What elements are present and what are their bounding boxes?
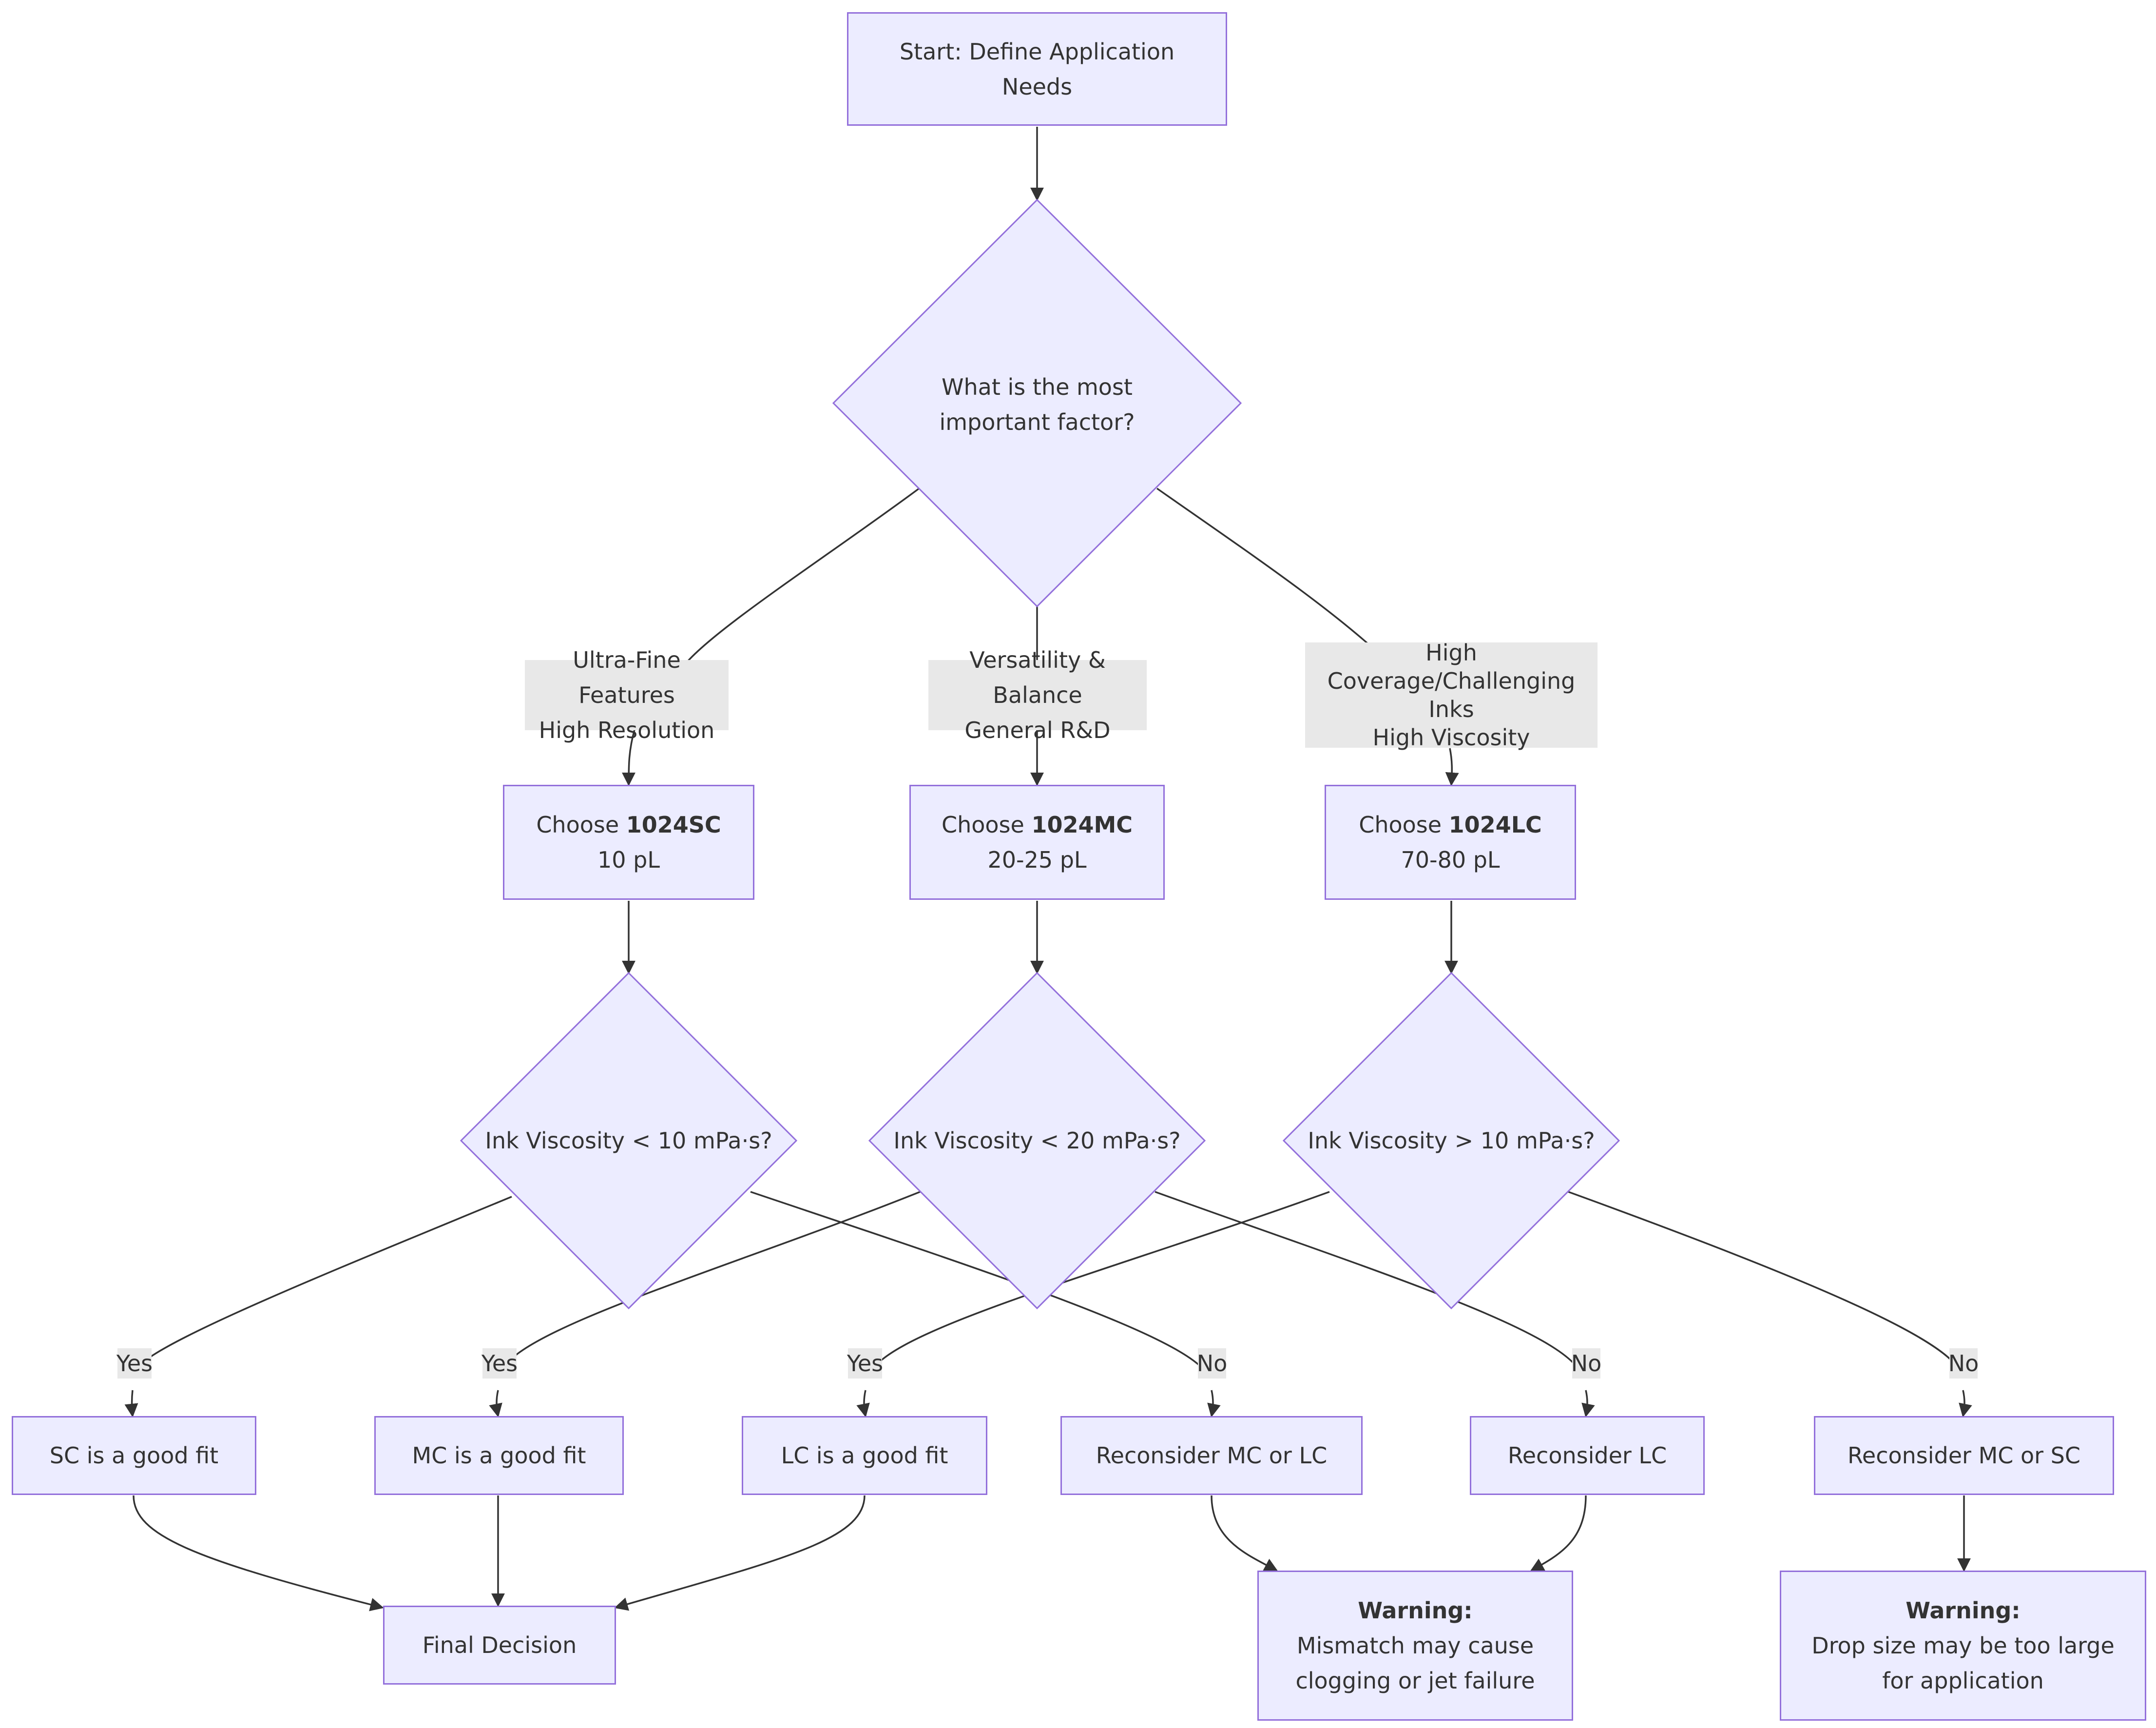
edge-label-yes-sc: Yes [116, 1348, 153, 1379]
final-decision-text: Final Decision [422, 1632, 577, 1658]
reconsider-mc-sc-text: Reconsider MC or SC [1848, 1442, 2080, 1469]
sc-good-fit-node: SC is a good fit [12, 1416, 256, 1495]
lc-good-fit-node: LC is a good fit [742, 1416, 987, 1495]
edge-factor-sc [681, 487, 920, 669]
choose-1024mc-title: Choose 1024MC [942, 807, 1133, 842]
choose-prefix: Choose [1359, 812, 1449, 838]
edge-label-no-lc: No [1948, 1348, 1979, 1379]
decision-diamond-visc-sc [460, 971, 798, 1310]
edge-visc-sc-yes [135, 1196, 512, 1370]
warning-clogging-node: Warning: Mismatch may cause clogging or … [1257, 1571, 1573, 1721]
edge-yes-mc-fit [489, 1390, 502, 1417]
factor-line2: important factor? [939, 409, 1135, 435]
choose-1024sc-node: Choose 1024SC 10 pL [503, 785, 754, 900]
reconsider-mc-lc-node: Reconsider MC or LC [1060, 1416, 1363, 1495]
reconsider-lc-text: Reconsider LC [1507, 1442, 1667, 1469]
visc-mc-question: Ink Viscosity < 20 mPa·s? [891, 1121, 1183, 1160]
model-1024sc: 1024SC [626, 812, 721, 838]
start-line1: Start: Define Application [899, 38, 1175, 65]
versatility-line2: General R&D [964, 717, 1111, 743]
choose-1024mc-node: Choose 1024MC 20-25 pL [909, 785, 1165, 900]
edge-no-reconsider-lc [1581, 1390, 1595, 1417]
edge-label-no-sc: No [1196, 1348, 1228, 1379]
warning-drop-title: Warning: [1906, 1597, 2021, 1624]
model-1024mc: 1024MC [1031, 812, 1133, 838]
start-line2: Needs [1001, 73, 1073, 100]
no-label: No [1571, 1350, 1602, 1377]
warning-drop-line2: for application [1882, 1668, 2044, 1694]
ultra-line2: High Resolution [539, 717, 715, 743]
warning-drop-line1: Drop size may be too large [1811, 1632, 2115, 1659]
edge-no-reconsider-mc-sc [1959, 1390, 1972, 1417]
edge-label-yes-lc: Yes [847, 1348, 884, 1379]
coverage-line1: High Coverage/Challenging [1327, 640, 1576, 694]
edge-coverage-lc [1445, 748, 1459, 786]
edge-yes-lc-fit [856, 1390, 870, 1417]
edge-label-versatility: Versatility & Balance General R&D [928, 647, 1147, 743]
edge-visc-lc-no [1568, 1191, 1960, 1370]
choose-prefix: Choose [536, 812, 626, 838]
visc-lc-text: Ink Viscosity > 10 mPa·s? [1308, 1127, 1595, 1154]
edge-no-reconsider-mc-lc [1207, 1390, 1221, 1417]
ultra-line1: Ultra-Fine Features [573, 647, 681, 708]
visc-sc-question: Ink Viscosity < 10 mPa·s? [482, 1121, 775, 1160]
warning-clog-line1: Mismatch may cause [1296, 1632, 1534, 1659]
drop-size-sc: 10 pL [597, 847, 660, 873]
visc-mc-text: Ink Viscosity < 20 mPa·s? [893, 1127, 1181, 1154]
model-1024lc: 1024LC [1448, 812, 1542, 838]
choose-prefix: Choose [941, 812, 1032, 838]
edge-ultra-sc [622, 729, 636, 786]
yes-label: Yes [481, 1350, 518, 1377]
edge-visc-mc-no [1155, 1191, 1580, 1370]
reconsider-lc-node: Reconsider LC [1470, 1416, 1705, 1495]
edge-visc-mc-yes [501, 1191, 921, 1370]
edge-label-yes-mc: Yes [481, 1348, 518, 1379]
warning-drop-size-node: Warning: Drop size may be too large for … [1780, 1571, 2146, 1721]
edge-yes-sc-fit [124, 1390, 138, 1417]
coverage-line3: High Viscosity [1372, 724, 1530, 751]
factor-question: What is the most important factor? [882, 366, 1192, 444]
warning-clog-title: Warning: [1358, 1597, 1473, 1624]
reconsider-mc-sc-node: Reconsider MC or SC [1814, 1416, 2114, 1495]
visc-sc-text: Ink Viscosity < 10 mPa·s? [485, 1127, 772, 1154]
start-node: Start: Define Application Needs [847, 12, 1227, 126]
edge-label-no-mc: No [1571, 1348, 1602, 1379]
coverage-line2: Inks [1428, 696, 1474, 722]
edge-reconsider-mc-lc-warn [1211, 1495, 1278, 1572]
choose-1024lc-title: Choose 1024LC [1359, 807, 1542, 842]
factor-line1: What is the most [942, 374, 1133, 400]
warning-clog-line2: clogging or jet failure [1295, 1668, 1535, 1694]
edge-lc-fit-final [614, 1495, 866, 1611]
sc-good-fit-text: SC is a good fit [49, 1442, 219, 1469]
lc-good-fit-text: LC is a good fit [781, 1442, 948, 1469]
edge-sc-fit-final [133, 1495, 384, 1612]
versatility-line1: Versatility & Balance [969, 647, 1106, 708]
drop-size-mc: 20-25 pL [987, 847, 1087, 873]
decision-diamond-visc-mc [868, 971, 1206, 1310]
reconsider-mc-lc-text: Reconsider MC or LC [1096, 1442, 1328, 1469]
mc-good-fit-text: MC is a good fit [412, 1442, 586, 1469]
yes-label: Yes [116, 1350, 153, 1377]
decision-diamond-factor [832, 198, 1242, 608]
no-label: No [1948, 1350, 1979, 1377]
final-decision-node: Final Decision [383, 1606, 616, 1685]
edge-label-high-coverage: High Coverage/Challenging Inks High Visc… [1305, 640, 1598, 751]
mc-good-fit-node: MC is a good fit [374, 1416, 624, 1495]
edge-label-ultra-fine: Ultra-Fine Features High Resolution [525, 647, 729, 743]
yes-label: Yes [847, 1350, 884, 1377]
choose-1024sc-title: Choose 1024SC [536, 807, 721, 842]
choose-1024lc-node: Choose 1024LC 70-80 pL [1325, 785, 1576, 900]
decision-diamond-visc-lc [1282, 971, 1620, 1310]
drop-size-lc: 70-80 pL [1401, 847, 1500, 873]
no-label: No [1196, 1350, 1228, 1377]
edge-reconsider-lc-warn [1530, 1495, 1587, 1572]
visc-lc-question: Ink Viscosity > 10 mPa·s? [1305, 1121, 1598, 1160]
